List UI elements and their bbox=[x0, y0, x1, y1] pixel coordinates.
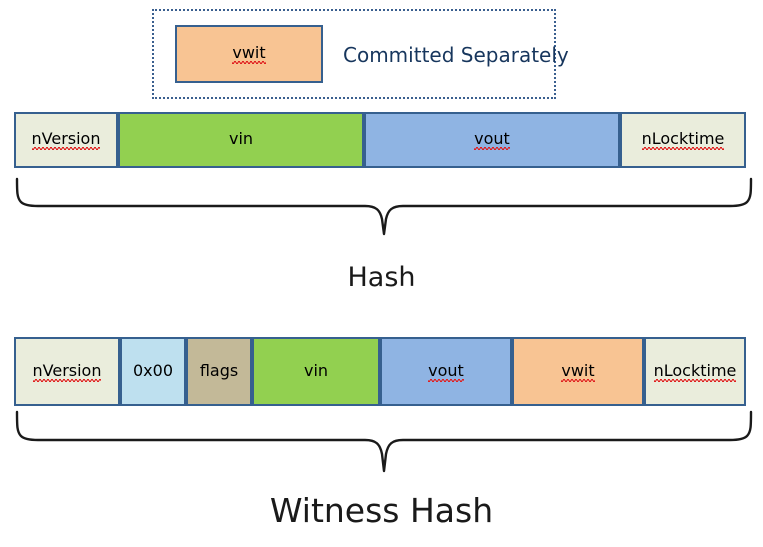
field-label: vwit bbox=[232, 43, 266, 64]
field-label: 0x00 bbox=[132, 360, 173, 380]
field-label: vin bbox=[303, 360, 329, 380]
field-vout: vout bbox=[364, 112, 620, 168]
committed-separately-note: Committed Separately bbox=[343, 43, 569, 67]
field-vwit: vwit bbox=[512, 337, 644, 406]
hash-brace bbox=[15, 177, 753, 236]
field-label: vwit bbox=[561, 360, 595, 382]
field-nversion: nVersion bbox=[14, 337, 120, 406]
field-vwit-separate: vwit bbox=[175, 25, 323, 83]
field-vin: vin bbox=[118, 112, 364, 168]
field-nversion: nVersion bbox=[14, 112, 118, 168]
field-label: nLocktime bbox=[653, 360, 737, 382]
field-nlocktime: nLocktime bbox=[644, 337, 746, 406]
field-label: vout bbox=[474, 129, 510, 150]
transaction-bar: nVersion vin vout nLocktime bbox=[14, 112, 746, 168]
field-label: flags bbox=[199, 360, 239, 380]
witness-hash-brace bbox=[15, 410, 753, 473]
field-nlocktime: nLocktime bbox=[620, 112, 746, 168]
field-label: nVersion bbox=[32, 360, 102, 382]
field-label: vout bbox=[428, 360, 464, 382]
committed-separately-group bbox=[152, 9, 556, 99]
hash-label: Hash bbox=[347, 262, 416, 293]
witness-hash-label: Witness Hash bbox=[269, 491, 494, 530]
field-label: nLocktime bbox=[641, 129, 725, 150]
field-label: vin bbox=[228, 129, 254, 148]
field-vout: vout bbox=[380, 337, 512, 406]
field-flags: flags bbox=[186, 337, 252, 406]
field-vin: vin bbox=[252, 337, 380, 406]
witness-transaction-bar: nVersion 0x00 flags vin vout vwit nLockt… bbox=[14, 337, 746, 406]
field-marker-0x00: 0x00 bbox=[120, 337, 186, 406]
field-label: nVersion bbox=[31, 129, 101, 150]
